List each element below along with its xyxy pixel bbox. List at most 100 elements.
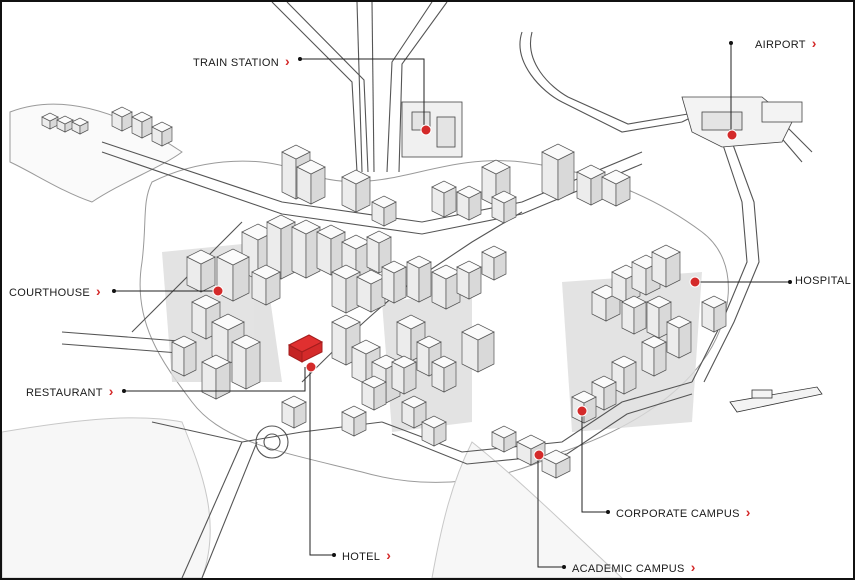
building-block bbox=[418, 261, 432, 303]
chevron-right-icon bbox=[691, 563, 696, 575]
courthouse-marker-icon[interactable] bbox=[212, 285, 224, 297]
label-hotel[interactable]: HOTEL bbox=[342, 547, 391, 563]
train-station-building bbox=[401, 101, 463, 158]
building-block bbox=[266, 214, 296, 230]
building-block bbox=[416, 335, 442, 349]
airport-terminal bbox=[681, 96, 803, 148]
building-block bbox=[331, 321, 347, 366]
building-block bbox=[245, 341, 261, 390]
building-block bbox=[366, 230, 392, 244]
building-block bbox=[296, 159, 326, 175]
corporate-campus-marker-icon[interactable] bbox=[576, 405, 588, 417]
building-block bbox=[316, 224, 346, 240]
building-block bbox=[331, 314, 361, 330]
building-block bbox=[406, 255, 432, 269]
label-text: TRAIN STATION bbox=[193, 57, 279, 69]
building-block bbox=[651, 244, 681, 260]
label-hospital[interactable]: HOSPITAL bbox=[795, 275, 851, 287]
building-block bbox=[481, 159, 511, 175]
building-block bbox=[406, 261, 420, 303]
building-block bbox=[191, 294, 221, 310]
building-block bbox=[591, 375, 617, 389]
building-block bbox=[557, 151, 575, 201]
building-block bbox=[576, 164, 606, 180]
building-block bbox=[211, 313, 245, 331]
markers bbox=[212, 124, 738, 461]
label-train-station[interactable]: TRAIN STATION bbox=[193, 53, 290, 69]
building-block bbox=[491, 190, 517, 204]
building-block bbox=[516, 434, 546, 450]
chevron-right-icon bbox=[746, 508, 751, 520]
hospital-marker-icon[interactable] bbox=[689, 276, 701, 288]
building-block bbox=[391, 355, 417, 369]
label-academic-campus[interactable]: ACADEMIC CAMPUS bbox=[572, 559, 696, 575]
building-block bbox=[316, 231, 332, 276]
building-block bbox=[341, 405, 367, 419]
building-block bbox=[641, 335, 667, 349]
chevron-right-icon bbox=[109, 387, 114, 399]
restaurant-marker-icon[interactable] bbox=[305, 361, 317, 373]
airport-marker-icon[interactable] bbox=[726, 129, 738, 141]
hotel-building bbox=[287, 334, 324, 363]
leader-lines bbox=[114, 43, 790, 568]
building-block bbox=[231, 341, 247, 390]
building-block bbox=[251, 264, 281, 280]
leader-endpoints bbox=[112, 41, 792, 569]
label-text: COURTHOUSE bbox=[9, 287, 91, 299]
building-block bbox=[281, 395, 307, 409]
building-block bbox=[351, 339, 381, 355]
building-block bbox=[41, 112, 59, 122]
building-block bbox=[431, 180, 457, 194]
building-block bbox=[201, 354, 231, 370]
building-block bbox=[461, 323, 495, 341]
building-block bbox=[331, 264, 361, 280]
label-text: ACADEMIC CAMPUS bbox=[572, 563, 685, 575]
label-text: RESTAURANT bbox=[26, 387, 103, 399]
building-block bbox=[131, 111, 153, 123]
label-text: HOSPITAL bbox=[795, 275, 851, 287]
building-block bbox=[421, 415, 447, 429]
label-courthouse[interactable]: COURTHOUSE bbox=[9, 283, 101, 299]
chevron-right-icon bbox=[386, 551, 391, 563]
building-block bbox=[381, 260, 407, 274]
building-block bbox=[281, 151, 297, 200]
building-block bbox=[401, 395, 427, 409]
building-block bbox=[481, 245, 507, 259]
building-block bbox=[541, 151, 559, 201]
building-block bbox=[341, 169, 371, 185]
building-block bbox=[571, 390, 597, 404]
building-block bbox=[361, 375, 387, 389]
building-block bbox=[611, 355, 637, 369]
building-block bbox=[701, 295, 727, 309]
building-block bbox=[456, 185, 482, 199]
academic-campus-marker-icon[interactable] bbox=[533, 449, 545, 461]
building-block bbox=[291, 226, 307, 279]
building-block bbox=[171, 335, 197, 349]
building-block bbox=[646, 295, 672, 309]
building-block bbox=[541, 449, 571, 465]
building-block bbox=[291, 219, 321, 235]
chevron-right-icon bbox=[285, 57, 290, 69]
building-block bbox=[431, 355, 457, 369]
building-block bbox=[111, 106, 133, 118]
label-airport[interactable]: AIRPORT bbox=[755, 35, 817, 51]
buildings bbox=[41, 106, 727, 479]
building-block bbox=[71, 117, 89, 127]
chevron-right-icon bbox=[812, 39, 817, 51]
chevron-right-icon bbox=[96, 287, 101, 299]
building-block bbox=[601, 169, 631, 185]
building-block bbox=[231, 334, 261, 350]
building-block bbox=[396, 314, 426, 330]
label-text: HOTEL bbox=[342, 551, 381, 563]
building-block bbox=[621, 295, 647, 309]
label-corporate-campus[interactable]: CORPORATE CAMPUS bbox=[616, 504, 751, 520]
train-station-marker-icon[interactable] bbox=[420, 124, 432, 136]
building-block bbox=[541, 143, 575, 161]
building-block bbox=[56, 115, 74, 125]
building-block bbox=[186, 249, 216, 265]
building-block bbox=[371, 195, 397, 209]
label-restaurant[interactable]: RESTAURANT bbox=[26, 383, 114, 399]
building-block bbox=[281, 144, 311, 160]
label-text: CORPORATE CAMPUS bbox=[616, 508, 740, 520]
